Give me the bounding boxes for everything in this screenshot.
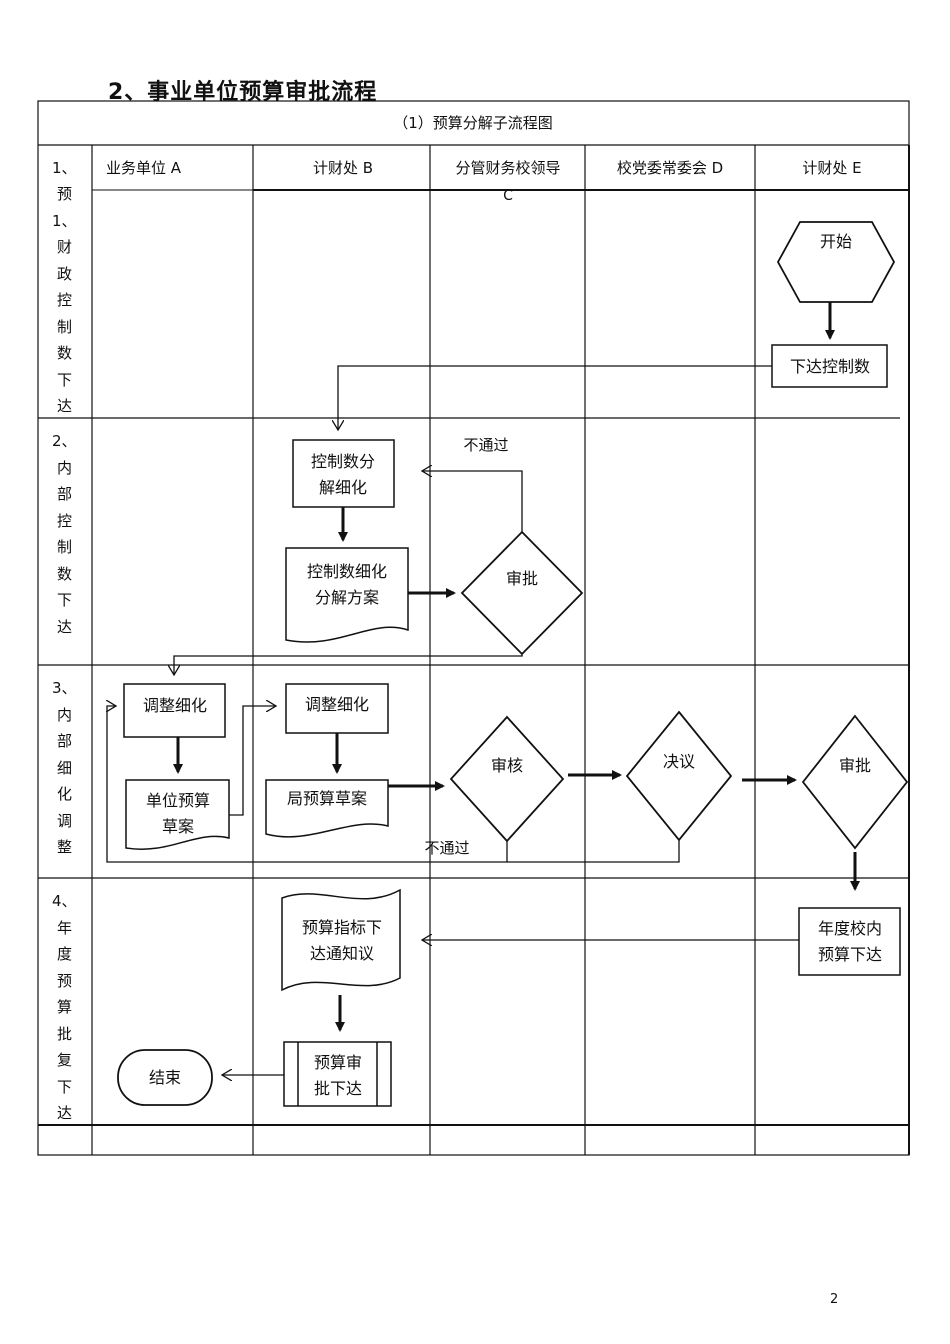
- unit-draft-label-1: 单位预算: [146, 791, 210, 810]
- annual-label-1: 年度校内: [818, 919, 882, 938]
- end-node: [117, 1049, 213, 1106]
- svg-text:1、: 1、: [52, 159, 77, 177]
- svg-text:2、: 2、: [52, 432, 77, 450]
- end-label: 结束: [149, 1068, 181, 1087]
- svg-text:政: 政: [57, 265, 72, 283]
- arrow-approve-to-adjust-a: [174, 654, 523, 675]
- arrow-unit-draft-to-adjust-b: [229, 706, 276, 816]
- decompose-box: [292, 439, 395, 508]
- page-number: 2: [830, 1292, 839, 1307]
- plan-label-2: 分解方案: [315, 588, 379, 607]
- column-header-c-suffix: C: [503, 188, 513, 204]
- row-label-3: 3、 内 部 细 化 调 整: [52, 679, 77, 856]
- svg-text:制: 制: [57, 538, 72, 556]
- svg-text:数: 数: [57, 344, 72, 362]
- svg-text:3、: 3、: [52, 679, 77, 697]
- svg-text:下: 下: [57, 371, 72, 389]
- svg-text:批: 批: [57, 1025, 72, 1043]
- svg-text:控: 控: [57, 291, 72, 309]
- adjust-b-label: 调整细化: [305, 695, 369, 714]
- svg-text:1、: 1、: [52, 212, 77, 230]
- notice-label-2: 达通知议: [310, 944, 374, 963]
- notice-label-1: 预算指标下: [302, 918, 382, 937]
- column-header-e: 计财处 E: [802, 159, 861, 177]
- svg-text:达: 达: [57, 1104, 72, 1122]
- annual-label-2: 预算下达: [818, 945, 882, 964]
- svg-text:数: 数: [57, 565, 72, 583]
- svg-text:复: 复: [57, 1051, 72, 1069]
- svg-text:达: 达: [57, 397, 72, 415]
- svg-text:内: 内: [57, 459, 72, 477]
- unit-draft-document: [125, 779, 230, 850]
- column-header-c: 分管财务校领导: [455, 159, 560, 177]
- svg-text:下: 下: [57, 1078, 72, 1096]
- final-issue-label-2: 批下达: [314, 1079, 362, 1098]
- annual-issue-box: [798, 907, 901, 976]
- svg-text:度: 度: [57, 945, 72, 963]
- svg-text:制: 制: [57, 318, 72, 336]
- plan-document: [285, 547, 409, 643]
- final-issue-label-1: 预算审: [314, 1053, 362, 1072]
- svg-text:调: 调: [57, 812, 72, 830]
- svg-text:部: 部: [57, 732, 72, 750]
- start-label: 开始: [820, 232, 852, 251]
- column-header-d: 校党委常委会 D: [617, 159, 723, 177]
- issue-control-label: 下达控制数: [790, 357, 870, 376]
- reject-label-bottom: 不通过: [424, 839, 469, 857]
- svg-text:算: 算: [57, 998, 72, 1016]
- reject-label-top: 不通过: [463, 436, 508, 454]
- column-header-a: 业务单位 A: [106, 159, 182, 177]
- adjust-a-label: 调整细化: [143, 696, 207, 715]
- start-node: [776, 221, 896, 303]
- approve-diamond-e: [801, 714, 909, 850]
- unit-draft-label-2: 草案: [162, 817, 194, 836]
- column-header-b: 计财处 B: [313, 159, 373, 177]
- svg-text:控: 控: [57, 512, 72, 530]
- approve-c-label: 审批: [506, 569, 538, 588]
- adjust-b-box: [285, 683, 389, 734]
- svg-text:整: 整: [57, 838, 72, 856]
- bureau-draft-label: 局预算草案: [287, 789, 367, 808]
- svg-text:内: 内: [57, 706, 72, 724]
- svg-text:化: 化: [57, 785, 72, 803]
- decompose-label-2: 解细化: [319, 478, 367, 497]
- final-issue-box: [283, 1041, 392, 1107]
- row-label-2: 2、 内 部 控 制 数 下 达: [52, 432, 77, 636]
- table-title: （1）预算分解子流程图: [393, 114, 553, 132]
- approve-e-label: 审批: [839, 756, 871, 775]
- row-label-4: 4、 年 度 预 算 批 复 下 达: [52, 892, 77, 1122]
- arrow-reject-loop: [107, 706, 508, 863]
- svg-text:预: 预: [57, 972, 72, 990]
- arrow-issue-to-decompose: [338, 365, 772, 430]
- svg-text:预: 预: [57, 185, 72, 203]
- svg-text:4、: 4、: [52, 892, 77, 910]
- plan-label-1: 控制数细化: [307, 562, 387, 581]
- svg-text:下: 下: [57, 591, 72, 609]
- bureau-draft-document: [265, 779, 389, 838]
- svg-text:财: 财: [57, 238, 72, 256]
- review-label: 审核: [491, 756, 523, 775]
- resolve-diamond: [625, 710, 733, 842]
- svg-text:达: 达: [57, 618, 72, 636]
- review-diamond: [449, 715, 565, 843]
- approve-diamond-c: [460, 530, 584, 656]
- table-frame: [37, 100, 910, 1156]
- decompose-label-1: 控制数分: [311, 452, 375, 471]
- svg-text:部: 部: [57, 485, 72, 503]
- arrow-approve-reject: [422, 471, 523, 532]
- line-resolve-reject: [507, 840, 680, 863]
- svg-text:细: 细: [57, 759, 72, 777]
- resolve-label: 决议: [663, 752, 695, 771]
- adjust-a-box: [123, 683, 226, 738]
- row-label-1: 1、 预 1、 财 政 控 制 数 下 达: [52, 159, 77, 415]
- svg-text:年: 年: [57, 919, 72, 937]
- notice-banner: [281, 888, 401, 992]
